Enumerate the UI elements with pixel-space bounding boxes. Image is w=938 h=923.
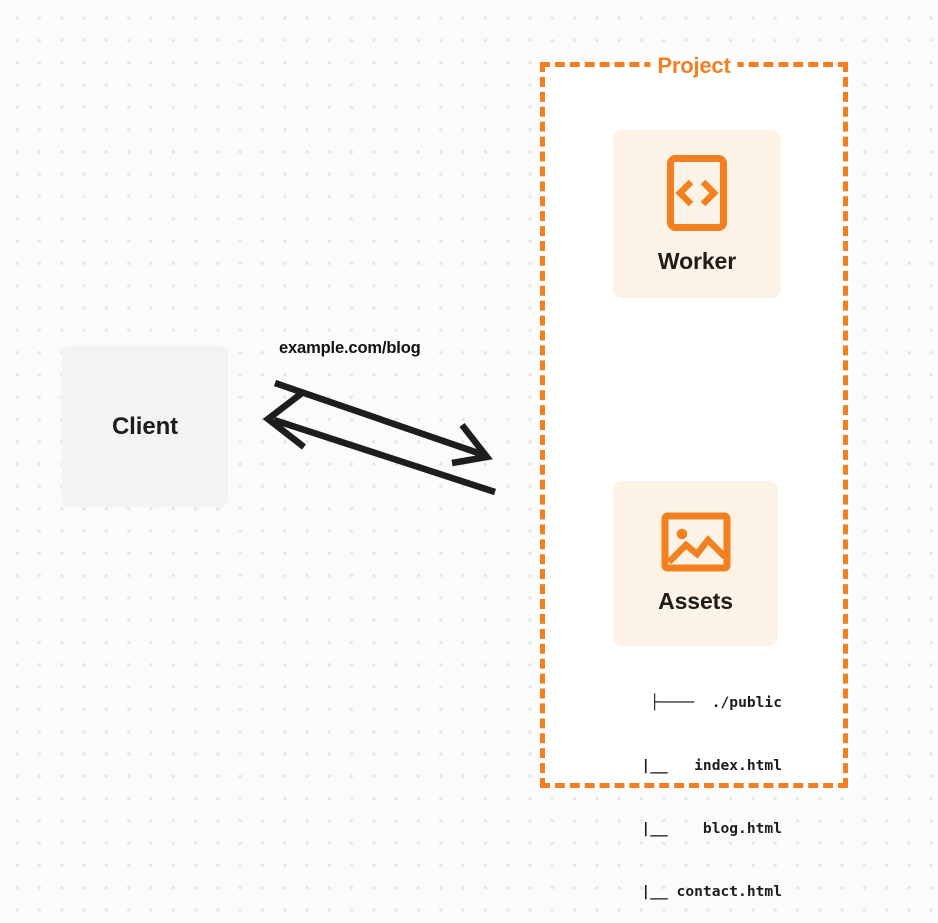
file-tree-line-blog: |__ blog.html [606, 820, 782, 837]
worker-card[interactable]: Worker [613, 130, 781, 298]
image-picture-icon [661, 512, 730, 572]
connector-url-label: example.com/blog [279, 339, 421, 357]
file-tree-line-root: ├──── ./public [650, 694, 782, 711]
file-tree-line-index: |__ index.html [606, 757, 782, 774]
worker-label: Worker [657, 247, 737, 274]
request-arrow-icon [273, 379, 493, 467]
project-title: Project [650, 55, 738, 77]
code-brackets-icon [667, 154, 727, 231]
response-arrow-icon [262, 390, 497, 496]
assets-card[interactable]: Assets [613, 481, 778, 646]
client-node[interactable]: Client [62, 346, 228, 507]
assets-label: Assets [658, 588, 733, 614]
connector-arrows [262, 379, 497, 496]
assets-file-tree: ├──── ./public |__ index.html |__ blog.h… [588, 650, 782, 923]
file-tree-line-contact: |__ contact.html [606, 883, 782, 900]
client-label: Client [111, 412, 179, 440]
